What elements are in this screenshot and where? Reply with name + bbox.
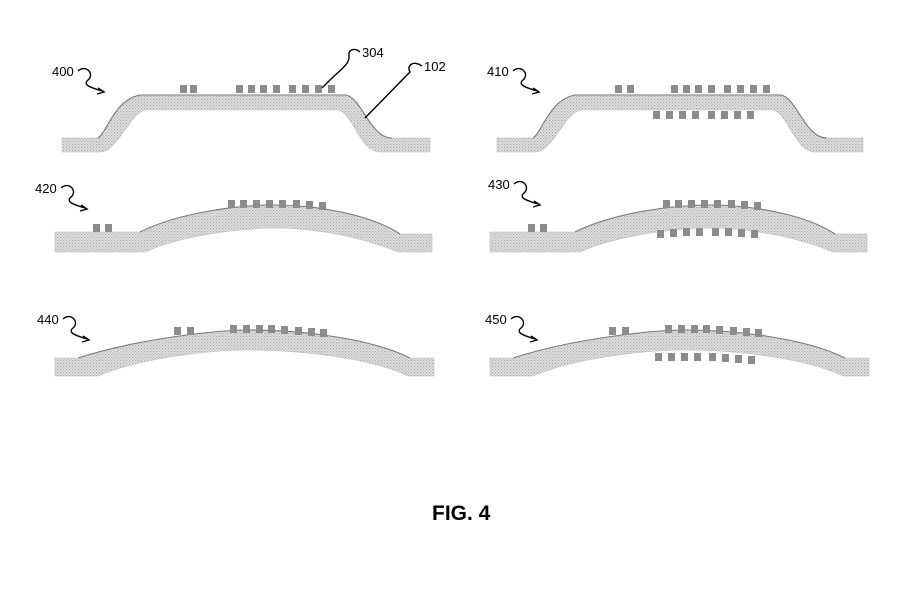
pads-430-bottom — [657, 228, 758, 238]
pads-430-top — [528, 200, 761, 232]
pads-410-top — [615, 85, 770, 93]
pads-450-bottom — [655, 353, 755, 364]
pads-410-bottom — [653, 111, 754, 119]
panel-400: 400 — [52, 64, 431, 153]
ref-430: 430 — [488, 177, 510, 192]
panel-430: 430 — [488, 177, 868, 253]
pads-440 — [174, 325, 327, 337]
ref-420: 420 — [35, 181, 57, 196]
pads-450-top — [609, 325, 762, 337]
ref-304: 304 — [362, 45, 384, 60]
ref-400: 400 — [52, 64, 74, 79]
panel-440: 440 — [37, 312, 435, 377]
ref-410: 410 — [487, 64, 509, 79]
leader-400 — [77, 67, 103, 92]
ref-440: 440 — [37, 312, 59, 327]
substrate-400 — [61, 94, 431, 153]
callout-304: 304 — [321, 45, 384, 89]
ref-450: 450 — [485, 312, 507, 327]
substrate-450 — [489, 329, 870, 377]
pads-400 — [180, 85, 335, 93]
pads-420 — [93, 200, 326, 232]
panel-410: 410 — [487, 64, 864, 153]
substrate-440 — [54, 329, 435, 377]
figure-caption: FIG. 4 — [432, 502, 491, 525]
substrate-410 — [496, 94, 864, 153]
callout-102: 102 — [364, 59, 446, 119]
ref-102: 102 — [424, 59, 446, 74]
panel-450: 450 — [485, 312, 870, 377]
panel-420: 420 — [35, 181, 433, 253]
